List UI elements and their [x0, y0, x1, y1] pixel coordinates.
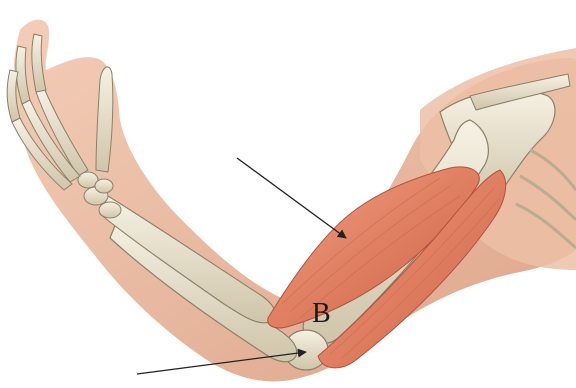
label-b: B [312, 298, 331, 329]
muscle-pointer-arrow [237, 158, 346, 238]
